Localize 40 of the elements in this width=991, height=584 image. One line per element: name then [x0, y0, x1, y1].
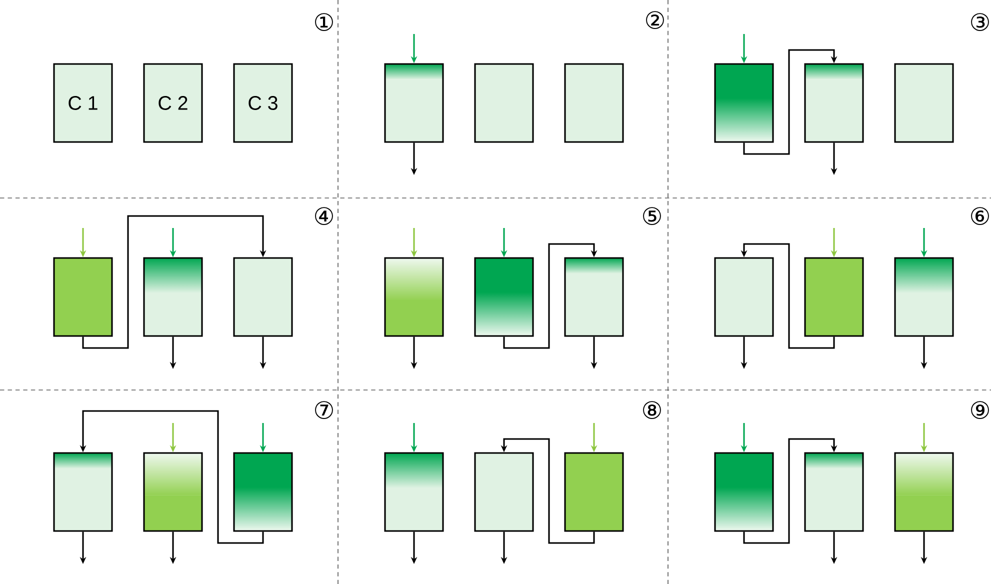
column-box: C 1: [53, 63, 113, 143]
column-box: [804, 63, 864, 143]
column-box: [894, 257, 954, 337]
column-box: [143, 257, 203, 337]
column-box: [804, 257, 864, 337]
column-box: C 2: [143, 63, 203, 143]
panel-number: ⑤: [643, 207, 661, 225]
column-box: [714, 257, 774, 337]
column-box: [564, 257, 624, 337]
panel-number: ⑥: [971, 207, 989, 225]
column-box: [714, 63, 774, 143]
column-box: [143, 452, 203, 532]
column-box: [894, 452, 954, 532]
column-box: [384, 257, 444, 337]
column-box: [384, 63, 444, 143]
column-box: [474, 257, 534, 337]
column-box: C 3: [233, 63, 293, 143]
panel-number: ⑧: [643, 401, 661, 419]
panel-number: ③: [971, 13, 989, 31]
panel-number: ④: [315, 207, 333, 225]
column-box: [233, 452, 293, 532]
column-box: [714, 452, 774, 532]
column-box: [384, 452, 444, 532]
column-box: [564, 63, 624, 143]
panel-number: ②: [646, 11, 664, 29]
column-box: [233, 257, 293, 337]
arrow: [503, 243, 598, 349]
arrow: [743, 438, 838, 544]
panel-number: ①: [315, 13, 333, 31]
arrow: [743, 49, 838, 155]
arrow: [82, 215, 266, 349]
column-box: [53, 452, 113, 532]
column-box: [564, 452, 624, 532]
column-box: [53, 257, 113, 337]
column-box: [474, 452, 534, 532]
panel-number: ⑦: [315, 401, 333, 419]
column-box: [474, 63, 534, 143]
column-box: [804, 452, 864, 532]
panel-number: ⑨: [971, 401, 989, 419]
column-box: [894, 63, 954, 143]
